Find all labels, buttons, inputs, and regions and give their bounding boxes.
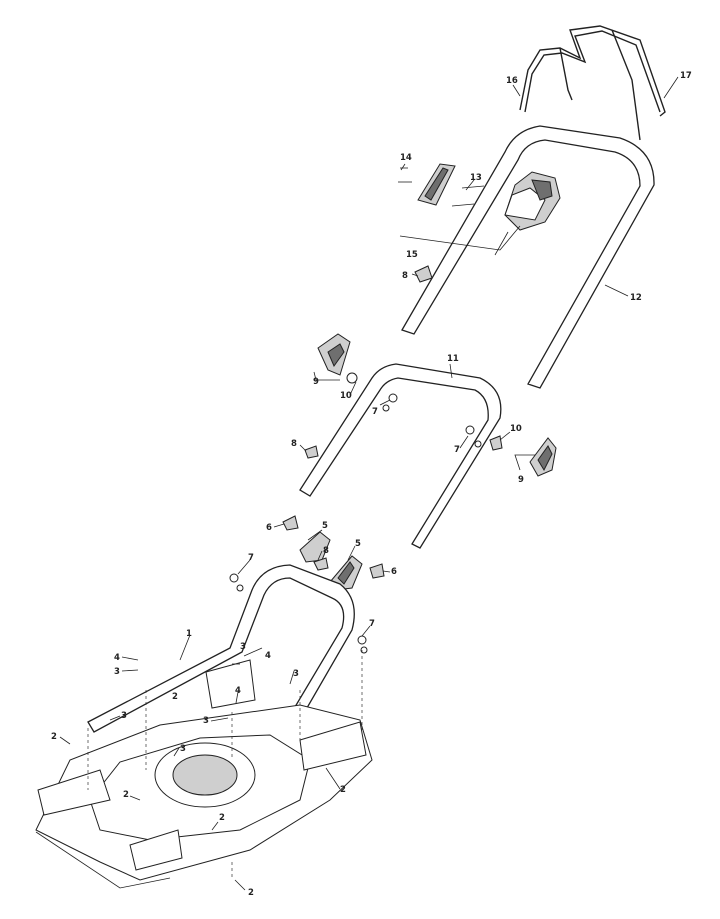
callout-5: 5 [355,539,361,549]
callout-7: 7 [248,553,254,563]
callout-9: 9 [313,377,319,387]
callout-8: 8 [323,546,329,556]
callout-1: 1 [186,629,192,639]
callout-9: 9 [518,475,524,485]
callout-3: 3 [121,711,127,721]
callout-4: 4 [235,686,241,696]
upper-handle [401,125,655,389]
callout-7: 7 [372,407,378,417]
callout-6: 6 [266,523,272,533]
callout-4: 4 [114,653,120,663]
knobs-and-nuts [229,265,503,654]
callout-14: 14 [400,153,412,163]
callout-2: 2 [248,888,254,898]
assembly-lines [87,650,363,880]
callout-16: 16 [506,76,518,86]
callout-2: 2 [123,790,129,800]
callout-6: 6 [391,567,397,577]
bag-frame-wire [519,25,666,141]
callout-7: 7 [369,619,375,629]
callout-10: 10 [510,424,522,434]
callout-8: 8 [291,439,297,449]
callout-2: 2 [172,692,178,702]
callout-2: 2 [51,732,57,742]
callout-12: 12 [630,293,642,303]
callout-3: 3 [203,716,209,726]
middle-handle [299,363,502,549]
mower-deck [35,659,373,889]
callout-15: 15 [406,250,418,260]
callout-7: 7 [454,445,460,455]
leader-lines [59,76,679,891]
callout-5: 5 [322,521,328,531]
callout-labels: 16 17 14 13 15 8 12 11 9 10 7 8 7 10 9 6… [51,71,692,898]
callout-2: 2 [340,785,346,795]
callout-11: 11 [447,354,459,364]
levers [299,333,557,591]
callout-17: 17 [680,71,692,81]
callout-4: 4 [265,651,271,661]
callout-13: 13 [470,173,482,183]
callout-3: 3 [180,744,186,754]
control-box [494,171,561,256]
callout-3: 3 [293,669,299,679]
handle-grip-parts [398,163,521,251]
callout-2: 2 [219,813,225,823]
callout-3: 3 [114,667,120,677]
callout-10: 10 [340,391,352,401]
callout-8: 8 [402,271,408,281]
callout-3: 3 [240,642,246,652]
